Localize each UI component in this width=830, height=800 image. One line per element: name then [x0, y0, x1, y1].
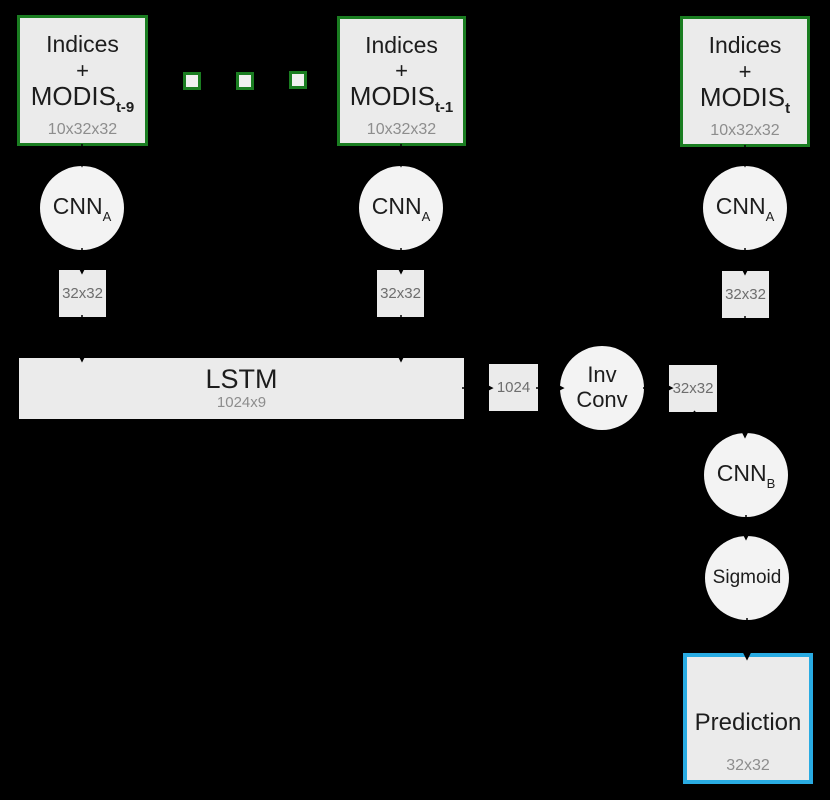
modis-subscript: t-9: [115, 98, 135, 116]
feature-box-3: 32x32: [722, 271, 769, 318]
cnn-a-subscript: A: [421, 208, 431, 224]
lstm-output-dims-label: 1024: [496, 379, 531, 396]
cnn-a-label: CNNA: [715, 192, 775, 224]
ellipsis-square-icon: [236, 72, 254, 90]
prediction-box: Prediction 32x32: [683, 653, 813, 784]
feature-dims-label: 32x32: [725, 286, 766, 303]
inv-conv-node: Inv Conv: [560, 346, 644, 430]
input-dims-label: 10x32x32: [47, 121, 118, 138]
arrow-out32-to-cnnb: [693, 410, 719, 444]
feature-dims-label: 32x32: [380, 285, 421, 302]
inv-conv-output-dims-label: 32x32: [672, 380, 714, 397]
prediction-label: Prediction: [694, 708, 802, 736]
cnn-a-node-2: CNNA: [359, 166, 443, 250]
input-label-plus: +: [76, 57, 89, 83]
ellipsis-square-icon: [183, 72, 201, 90]
cnn-b-label: CNNB: [716, 459, 776, 491]
input-box-t-9: Indices + MODISt-9 10x32x32: [17, 15, 148, 146]
inv-conv-label-line1: Inv: [587, 362, 617, 388]
lstm-dims-label: 1024x9: [216, 394, 267, 412]
input-label-line1: Indices: [365, 31, 438, 58]
cnn-a-node-3: CNNA: [703, 166, 787, 250]
input-dims-label: 10x32x32: [710, 122, 780, 139]
input-label-plus: +: [738, 58, 752, 84]
feature-dims-label: 32x32: [62, 285, 103, 302]
cnn-a-label: CNNA: [52, 192, 112, 224]
modis-subscript: t-1: [434, 99, 454, 117]
input-label-modis: MODISt-9: [30, 80, 135, 116]
lstm-label: LSTM: [205, 364, 278, 395]
input-box-t: Indices + MODISt 10x32x32: [680, 16, 810, 147]
input-label-modis: MODISt: [699, 81, 791, 117]
ellipsis-square-icon: [289, 71, 307, 89]
cnn-b-subscript: B: [766, 475, 776, 491]
input-label-plus: +: [395, 58, 408, 84]
sigmoid-label: Sigmoid: [712, 567, 782, 588]
cnn-b-node: CNNB: [704, 433, 788, 517]
input-label-modis: MODISt-1: [349, 81, 454, 117]
sigmoid-node: Sigmoid: [705, 536, 789, 620]
input-label-line1: Indices: [46, 31, 119, 58]
feature-box-1: 32x32: [59, 270, 106, 317]
prediction-dims-label: 32x32: [726, 757, 770, 774]
inv-conv-label-line2: Conv: [576, 387, 628, 412]
cnn-a-subscript: A: [102, 208, 112, 224]
cnn-a-node-1: CNNA: [40, 166, 124, 250]
input-label-line1: Indices: [708, 32, 782, 59]
lstm-node: LSTM 1024x9: [19, 358, 464, 419]
input-box-t-1: Indices + MODISt-1 10x32x32: [337, 16, 466, 146]
lstm-output-box: 1024: [489, 364, 538, 411]
modis-subscript: t: [785, 99, 791, 117]
feature-box-2: 32x32: [377, 270, 424, 317]
cnn-a-subscript: A: [765, 208, 775, 224]
cnn-a-label: CNNA: [371, 192, 431, 224]
input-dims-label: 10x32x32: [366, 121, 437, 138]
inv-conv-output-box: 32x32: [669, 365, 717, 412]
